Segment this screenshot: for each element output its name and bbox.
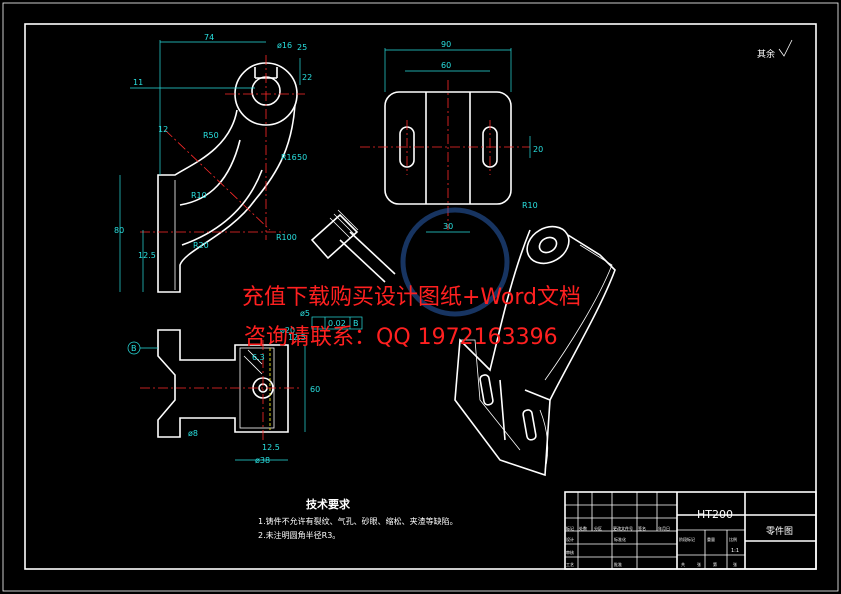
- svg-text:更改文件号: 更改文件号: [613, 525, 633, 531]
- tech-requirements: 技术要求 1.铸件不允许有裂纹、气孔、砂眼、缩松、夹渣等缺陷。 2.未注明圆角半…: [258, 497, 458, 540]
- side-view: [140, 329, 300, 440]
- svg-text:ø38: ø38: [255, 456, 270, 465]
- inner-frame: [24, 23, 817, 570]
- svg-text:22: 22: [302, 73, 312, 82]
- svg-text:ø8: ø8: [188, 429, 198, 438]
- svg-text:审核: 审核: [566, 549, 574, 555]
- svg-text:ø20: ø20: [280, 326, 295, 335]
- top-view: [360, 80, 530, 230]
- svg-text:R10: R10: [191, 191, 207, 200]
- svg-text:咨询请联系：QQ 1972163396: 咨询请联系：QQ 1972163396: [244, 325, 558, 350]
- svg-text:R100: R100: [276, 233, 297, 242]
- top-view-dimensions: 90 60 20 R10 30: [384, 40, 543, 233]
- watermark-logo: [400, 207, 510, 317]
- svg-text:批准: 批准: [614, 561, 622, 567]
- svg-text:12: 12: [158, 125, 168, 134]
- svg-text:设计: 设计: [566, 536, 574, 542]
- svg-text:签名: 签名: [638, 525, 646, 531]
- svg-text:20: 20: [533, 145, 543, 154]
- svg-text:第: 第: [713, 561, 717, 567]
- watermark-text: 充值下载购买设计图纸+Word文档 咨询请联系：QQ 1972163396: [242, 285, 581, 350]
- svg-text:0.02: 0.02: [328, 319, 346, 328]
- front-view-dimensions: 74 ø16 25 22 11 12 R50 R16 50 R10 80 12.…: [114, 33, 312, 292]
- tech-requirement-1: 1.铸件不允许有裂纹、气孔、砂眼、缩松、夹渣等缺陷。: [258, 516, 458, 526]
- roughness-note: 其余: [757, 39, 793, 60]
- svg-text:共: 共: [681, 561, 685, 567]
- svg-text:张: 张: [733, 561, 737, 567]
- svg-text:80: 80: [114, 226, 124, 235]
- svg-text:张: 张: [697, 561, 701, 567]
- svg-text:90: 90: [441, 40, 451, 49]
- tech-requirement-2: 2.未注明圆角半径R3。: [258, 530, 340, 540]
- svg-text:阶段标记: 阶段标记: [679, 536, 695, 542]
- svg-text:年月日: 年月日: [658, 525, 670, 531]
- tech-requirements-title: 技术要求: [306, 497, 351, 511]
- svg-text:60: 60: [310, 385, 320, 394]
- svg-text:重量: 重量: [707, 536, 715, 542]
- svg-text:1:1: 1:1: [731, 548, 739, 554]
- svg-text:标记: 标记: [566, 525, 574, 531]
- front-view: [140, 55, 305, 293]
- svg-text:标准化: 标准化: [614, 536, 626, 542]
- svg-text:B: B: [353, 319, 359, 328]
- part-name: 零件图: [766, 525, 793, 537]
- svg-text:ø5: ø5: [300, 309, 310, 318]
- svg-text:11: 11: [133, 78, 143, 87]
- svg-text:60: 60: [441, 61, 451, 70]
- svg-text:比例: 比例: [729, 536, 737, 542]
- side-view-dimensions: B ø20 ø5 0.02 B 12.5 60 ø8 12.5 ø38 6.3: [127, 309, 363, 465]
- material-label: HT200: [697, 508, 733, 521]
- svg-text:工艺: 工艺: [566, 562, 574, 567]
- svg-text:处数: 处数: [579, 525, 587, 531]
- svg-text:R16: R16: [281, 153, 297, 162]
- title-block: HT200 零件图 标记 处数 分区 更改文件号 签名 年月日 设计 标准化 阶…: [564, 491, 817, 570]
- svg-text:其余: 其余: [757, 48, 775, 60]
- section-detail: [310, 209, 396, 283]
- isometric-view: [454, 225, 616, 477]
- svg-text:ø16: ø16: [277, 41, 292, 50]
- svg-text:74: 74: [204, 33, 214, 42]
- svg-text:R10: R10: [522, 201, 538, 210]
- svg-text:12.5: 12.5: [262, 443, 280, 452]
- svg-text:6.3: 6.3: [252, 353, 265, 362]
- svg-text:R50: R50: [203, 131, 219, 140]
- svg-text:12.5: 12.5: [288, 333, 306, 342]
- svg-text:25: 25: [297, 43, 307, 52]
- svg-text:50: 50: [297, 153, 307, 162]
- svg-text:12.5: 12.5: [138, 251, 156, 260]
- svg-text:充值下载购买设计图纸+Word文档: 充值下载购买设计图纸+Word文档: [242, 285, 581, 310]
- svg-text:B: B: [131, 344, 137, 353]
- svg-text:R20: R20: [193, 241, 209, 250]
- svg-text:分区: 分区: [594, 525, 602, 531]
- svg-text:30: 30: [443, 222, 453, 231]
